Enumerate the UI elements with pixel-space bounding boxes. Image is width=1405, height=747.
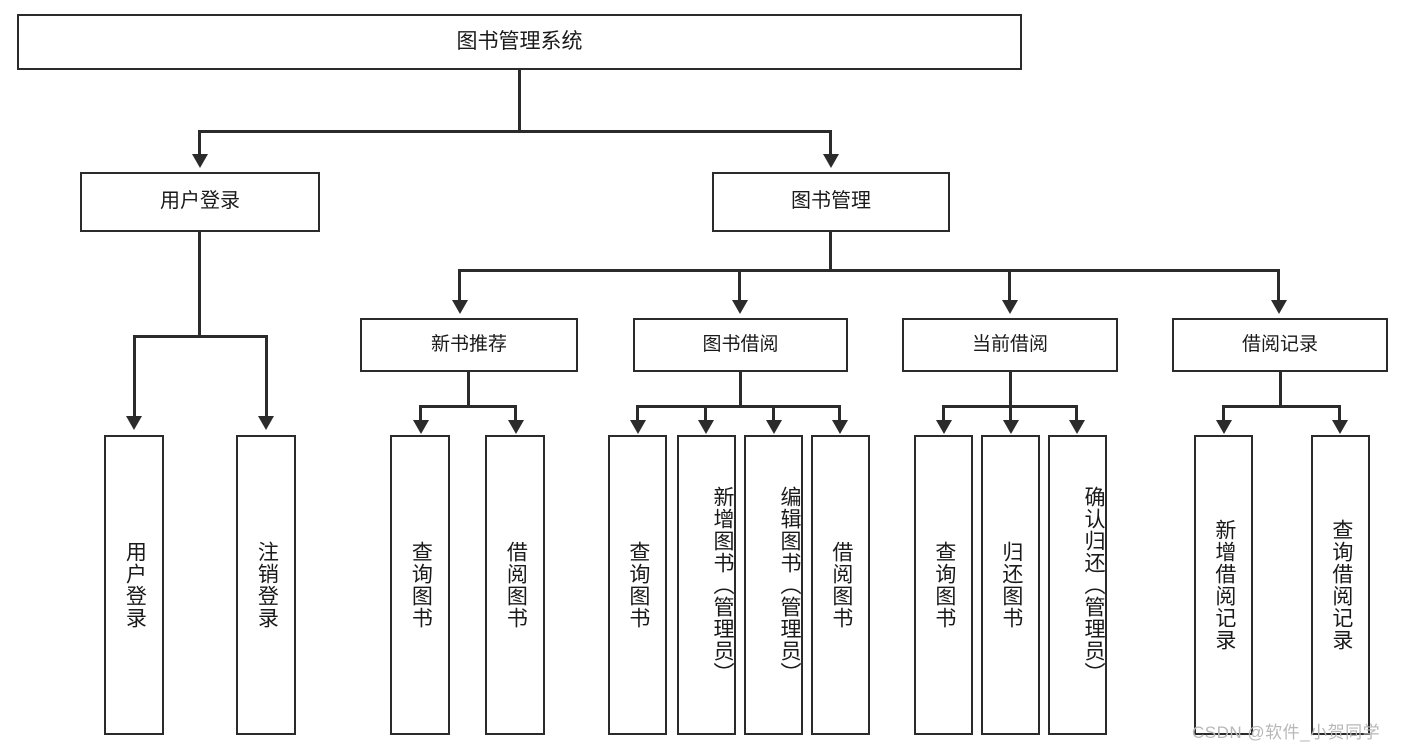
node-label: 新增图书（管理员） [711, 486, 734, 684]
node-label: 借阅记录 [1241, 333, 1318, 355]
leaf-add-borrow-record[interactable]: 新增借阅记录 [1194, 435, 1253, 735]
leaf-add-book-admin[interactable]: 新增图书（管理员） [677, 435, 736, 735]
connector-bookborrow-to-leaf4 [838, 405, 841, 423]
leaf-query-book-borrow[interactable]: 查询图书 [608, 435, 667, 735]
connector-book-to-new [458, 269, 461, 303]
connector-borrowrecord-to-leaf1 [1222, 405, 1225, 423]
connector-user-to-leaf1 [133, 335, 136, 419]
connector-newbook-to-leaf1 [419, 405, 422, 423]
arrowhead-book-to-new [452, 300, 468, 314]
node-label: 当前借阅 [971, 333, 1048, 355]
arrowhead-user-to-leaf1 [126, 416, 142, 430]
arrowhead-book-to-current [1002, 300, 1018, 314]
node-label: 查询图书 [409, 541, 433, 629]
node-book-borrow[interactable]: 图书借阅 [633, 318, 848, 372]
node-label: 图书管理 [791, 190, 871, 213]
connector-newbook-to-leaf2 [514, 405, 517, 423]
arrowhead-bookborrow-to-leaf1 [630, 420, 646, 434]
connector-bookborrow-to-leaf1 [636, 405, 639, 423]
connector-user-bus [133, 335, 268, 338]
connector-book-to-borrow [738, 269, 741, 303]
node-label: 归还图书 [999, 541, 1023, 629]
node-label: 查询图书 [932, 541, 956, 629]
arrowhead-newbook-to-leaf1 [413, 420, 429, 434]
connector-book-stem [829, 232, 832, 272]
connector-newbook-bus [419, 405, 517, 408]
leaf-confirm-return-admin[interactable]: 确认归还（管理员） [1048, 435, 1107, 735]
arrowhead-borrowrecord-to-leaf1 [1216, 420, 1232, 434]
node-label: 用户登录 [123, 541, 147, 629]
connector-bookborrow-stem [739, 372, 742, 408]
connector-user-stem [198, 232, 201, 338]
arrowhead-book-to-record [1271, 300, 1287, 314]
leaf-edit-book-admin[interactable]: 编辑图书（管理员） [744, 435, 803, 735]
node-current-borrow[interactable]: 当前借阅 [902, 318, 1118, 372]
node-label: 查询借阅记录 [1329, 519, 1353, 651]
connector-bookborrow-to-leaf2 [704, 405, 707, 423]
connector-root-stem [518, 70, 521, 132]
connector-bookborrow-to-leaf3 [772, 405, 775, 423]
connector-borrowrecord-bus [1222, 405, 1341, 408]
arrowhead-currentborrow-to-leaf2 [1003, 420, 1019, 434]
node-root-system[interactable]: 图书管理系统 [17, 14, 1022, 70]
arrowhead-currentborrow-to-leaf3 [1069, 420, 1085, 434]
node-book-management[interactable]: 图书管理 [712, 172, 950, 232]
leaf-borrow-book-recommend[interactable]: 借阅图书 [485, 435, 545, 735]
leaf-return-book[interactable]: 归还图书 [981, 435, 1040, 735]
leaf-query-book-recommend[interactable]: 查询图书 [390, 435, 450, 735]
node-label: 借阅图书 [829, 541, 853, 629]
leaf-query-borrow-record[interactable]: 查询借阅记录 [1311, 435, 1370, 735]
node-user-login[interactable]: 用户登录 [80, 172, 320, 232]
arrowhead-root-to-user [192, 154, 208, 168]
connector-currentborrow-stem [1009, 372, 1012, 408]
arrowhead-newbook-to-leaf2 [508, 420, 524, 434]
node-new-book-recommend[interactable]: 新书推荐 [360, 318, 578, 372]
connector-book-to-current [1008, 269, 1011, 303]
node-label: 借阅图书 [504, 541, 528, 629]
connector-currentborrow-to-leaf1 [942, 405, 945, 423]
node-label: 查询图书 [626, 541, 650, 629]
connector-root-bus [198, 130, 832, 133]
connector-currentborrow-to-leaf3 [1075, 405, 1078, 423]
node-label: 新书推荐 [430, 333, 507, 355]
arrowhead-bookborrow-to-leaf3 [766, 420, 782, 434]
node-label: 编辑图书（管理员） [778, 486, 801, 684]
connector-user-to-leaf2 [265, 335, 268, 419]
arrowhead-book-to-borrow [732, 300, 748, 314]
node-label: 图书借阅 [702, 333, 779, 355]
node-label: 新增借阅记录 [1212, 519, 1236, 651]
connector-bookborrow-bus [636, 405, 841, 408]
leaf-user-login[interactable]: 用户登录 [104, 435, 164, 735]
leaf-logout[interactable]: 注销登录 [236, 435, 296, 735]
leaf-borrow-book[interactable]: 借阅图书 [811, 435, 870, 735]
leaf-query-book-current[interactable]: 查询图书 [914, 435, 973, 735]
csdn-watermark: CSDN @软件_小贺同学 [1192, 723, 1381, 742]
connector-newbook-stem [467, 372, 470, 408]
node-label: 图书管理系统 [456, 29, 583, 53]
arrowhead-user-to-leaf2 [258, 416, 274, 430]
connector-currentborrow-to-leaf2 [1009, 405, 1012, 423]
arrowhead-borrowrecord-to-leaf2 [1332, 420, 1348, 434]
connector-root-to-book [829, 130, 832, 156]
node-label: 用户登录 [160, 190, 240, 213]
connector-book-bus [458, 269, 1280, 272]
connector-borrowrecord-stem [1279, 372, 1282, 408]
arrowhead-bookborrow-to-leaf4 [832, 420, 848, 434]
connector-borrowrecord-to-leaf2 [1338, 405, 1341, 423]
node-label: 确认归还（管理员） [1082, 486, 1105, 684]
arrowhead-root-to-book [823, 154, 839, 168]
node-label: 注销登录 [255, 541, 279, 629]
connector-root-to-user [198, 130, 201, 156]
arrowhead-currentborrow-to-leaf1 [936, 420, 952, 434]
connector-book-to-record [1277, 269, 1280, 303]
node-borrow-record[interactable]: 借阅记录 [1172, 318, 1388, 372]
arrowhead-bookborrow-to-leaf2 [698, 420, 714, 434]
